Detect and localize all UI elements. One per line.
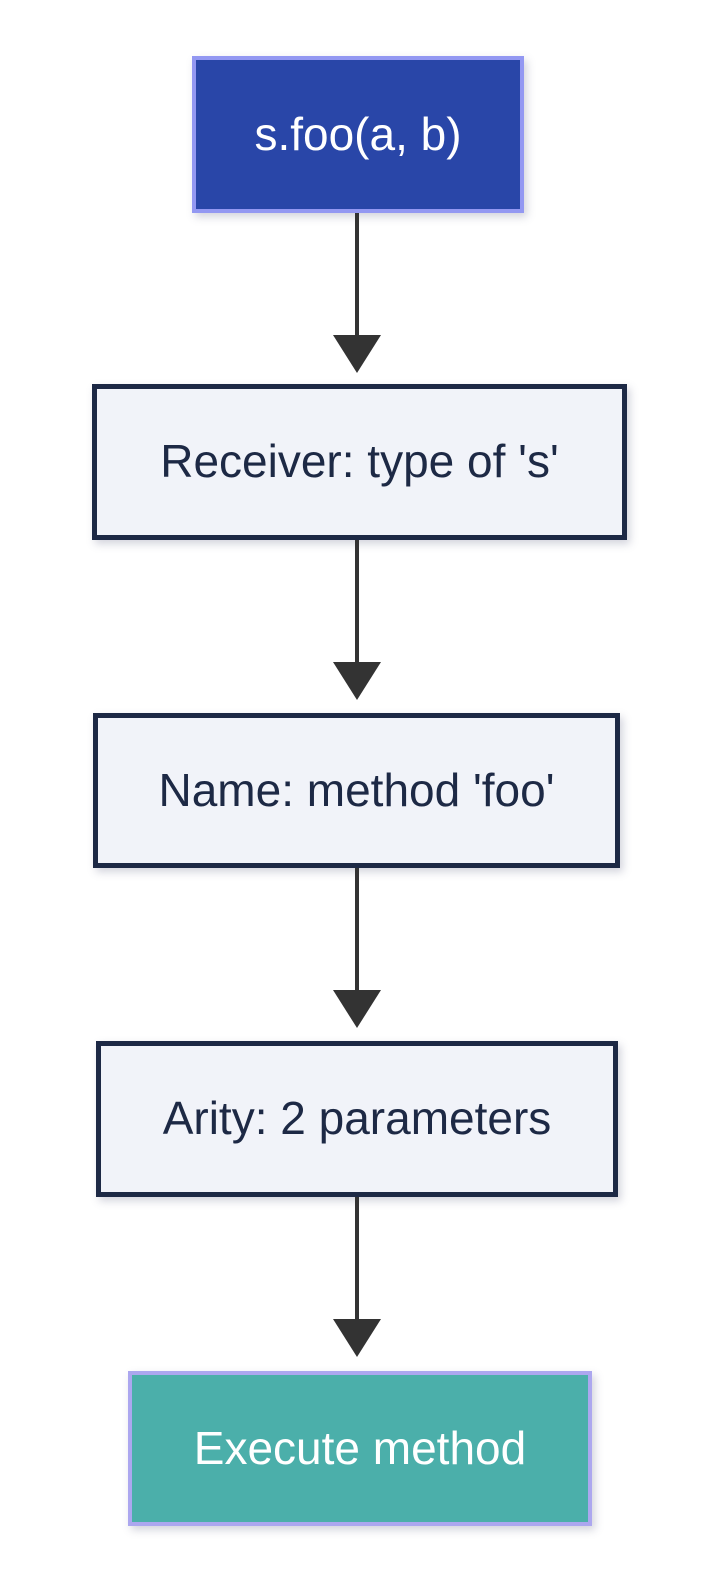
edge-line bbox=[355, 868, 359, 990]
node-execute-label: Execute method bbox=[193, 1421, 527, 1474]
node-receiver: Receiver: type of 's' bbox=[92, 384, 627, 540]
edge-line bbox=[355, 213, 359, 335]
arrowhead-down-icon bbox=[333, 335, 381, 373]
node-arity: Arity: 2 parameters bbox=[96, 1041, 618, 1197]
arrowhead-down-icon bbox=[333, 990, 381, 1028]
node-method-call: s.foo(a, b) bbox=[192, 56, 524, 213]
node-receiver-label: Receiver: type of 's' bbox=[160, 435, 559, 488]
edge-call-to-receiver bbox=[333, 213, 381, 373]
edge-arity-to-execute bbox=[333, 1197, 381, 1357]
node-execute: Execute method bbox=[128, 1371, 592, 1526]
edge-line bbox=[355, 1197, 359, 1319]
edge-name-to-arity bbox=[333, 868, 381, 1028]
edge-line bbox=[355, 540, 359, 662]
node-method-name-label: Name: method 'foo' bbox=[158, 763, 555, 816]
arrowhead-down-icon bbox=[333, 662, 381, 700]
edge-receiver-to-name bbox=[333, 540, 381, 700]
node-method-call-label: s.foo(a, b) bbox=[254, 107, 462, 160]
node-arity-label: Arity: 2 parameters bbox=[162, 1092, 552, 1145]
node-method-name: Name: method 'foo' bbox=[93, 713, 620, 868]
arrowhead-down-icon bbox=[333, 1319, 381, 1357]
